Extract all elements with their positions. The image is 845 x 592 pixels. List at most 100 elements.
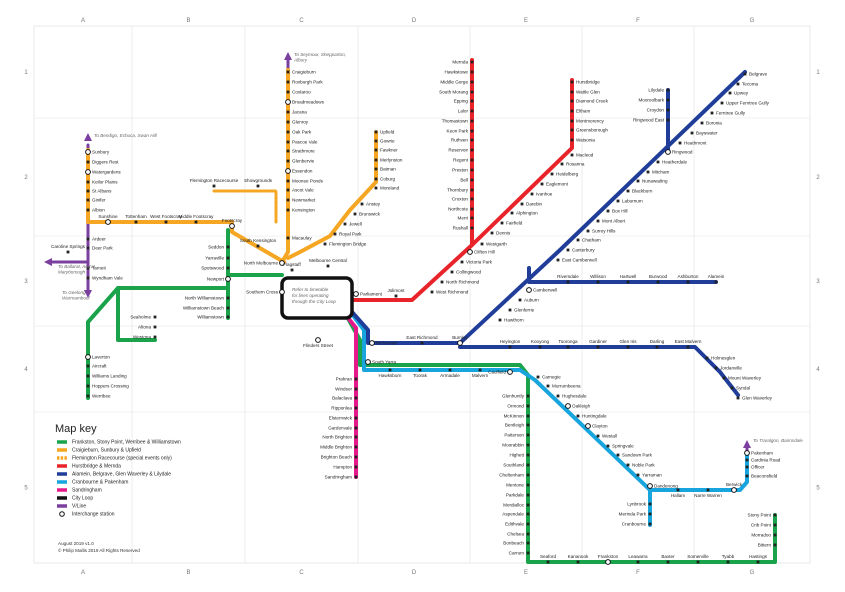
- station-label-wyndham-vale: Wyndham Vale: [92, 276, 123, 281]
- station-marker-carrum: [526, 551, 530, 555]
- station-marker-flagstaff: [290, 268, 294, 272]
- station-label-ringwood: Ringwood: [672, 150, 693, 155]
- station-marker-seddon: [226, 245, 230, 249]
- station-marker-diamond-creek: [570, 99, 574, 103]
- grid-col-label-f-bottom: F: [636, 570, 640, 576]
- station-label-ivanhoe: Ivanhoe: [536, 192, 553, 197]
- station-marker-lilydale: [666, 88, 670, 92]
- station-label-patterson: Patterson: [504, 433, 524, 438]
- station-label-east-richmond: East Richmond: [406, 335, 438, 340]
- station-label-holmesglen: Holmesglen: [711, 356, 736, 361]
- station-label-richmond: Richmond: [376, 341, 397, 346]
- key-swatch-interchange: [59, 511, 65, 517]
- station-marker-hallam: [676, 488, 680, 492]
- station-label-hurstbridge: Hurstbridge: [576, 80, 600, 85]
- station-label-west-footscray: West Footscray: [150, 214, 183, 219]
- key-label-0: Frankston, Stony Point, Werribee & Willi…: [72, 440, 181, 446]
- station-label-westall: Westall: [602, 434, 617, 439]
- station-marker-middle-footscray: [194, 220, 198, 224]
- station-label-merlynston: Merlynston: [380, 158, 403, 163]
- station-marker-huntingdale: [576, 414, 580, 418]
- key-label-1: Craigieburn, Sunbury & Upfield: [72, 448, 141, 454]
- station-label-hawksburn: Hawksburn: [379, 373, 402, 378]
- werribee-line: [86, 273, 284, 400]
- station-marker-chatham: [576, 238, 580, 242]
- direction-note-geelong: To Geelong: [62, 290, 86, 295]
- station-label-glen-waverley: Glen Waverley: [742, 396, 773, 401]
- station-label-heatherdale: Heatherdale: [662, 160, 687, 165]
- station-label-ringwood-east: Ringwood East: [633, 118, 665, 123]
- station-label-clifton-hill: Clifton Hill: [474, 250, 495, 255]
- station-label-williams-landing: Williams Landing: [92, 374, 127, 379]
- station-label-elsternwick: Elsternwick: [329, 416, 353, 421]
- station-label-macleod: Macleod: [576, 153, 594, 158]
- station-marker-wattle-glen: [570, 90, 574, 94]
- city-loop-box: [280, 276, 354, 320]
- grid-row-label-2-right: 2: [816, 175, 820, 181]
- station-label-boronia: Boronia: [706, 121, 722, 126]
- station-label-upfield: Upfield: [380, 130, 395, 135]
- station-label-glenferrie: Glenferrie: [514, 308, 535, 313]
- interchange-marker-clifton-hill: [467, 249, 473, 255]
- map-key-title: Map key: [55, 423, 97, 435]
- version-text: August 2019 v1.0: [58, 541, 94, 546]
- station-marker-glen-waverley: [736, 396, 740, 400]
- station-label-beaconsfield: Beaconsfield: [751, 474, 778, 479]
- station-label-roxburgh-park: Roxburgh Park: [292, 80, 323, 85]
- station-label-coolaroo: Coolaroo: [292, 90, 311, 95]
- station-marker-elsternwick: [354, 416, 358, 420]
- station-label-ormond: Ormond: [507, 404, 524, 409]
- interchange-marker-pakenham: [744, 450, 750, 456]
- station-label-prahran: Prahran: [336, 377, 353, 382]
- station-marker-hurstbridge: [570, 80, 574, 84]
- station-label-sandringham: Sandringham: [325, 475, 352, 480]
- frankston-line: [338, 302, 777, 564]
- station-marker-eltham: [570, 109, 574, 113]
- station-label-greensborough: Greensborough: [576, 128, 608, 133]
- station-label-victoria-park: Victoria Park: [466, 260, 493, 265]
- key-label-8: V/Line: [72, 504, 86, 510]
- station-label-tottenham: Tottenham: [125, 214, 147, 219]
- station-marker-morradoo: [773, 533, 777, 537]
- station-marker-malvern: [478, 368, 482, 372]
- station-label-south-morang: South Morang: [439, 90, 468, 95]
- station-marker-southland: [526, 463, 530, 467]
- station-label-blackburn: Blackburn: [632, 189, 653, 194]
- grid-row-label-5-right: 5: [816, 486, 820, 492]
- station-label-hoppers-crossing: Hoppers Crossing: [92, 384, 129, 389]
- grid-row-label-4: 4: [24, 367, 28, 373]
- station-marker-gardenvale: [354, 426, 358, 430]
- station-marker-reservoir: [470, 148, 474, 152]
- station-label-mitcham: Mitcham: [652, 170, 670, 175]
- station-marker-deer-park: [86, 246, 90, 250]
- station-label-bentleigh: Bentleigh: [505, 423, 525, 428]
- station-label-northcote: Northcote: [448, 207, 468, 212]
- station-label-hampton: Hampton: [333, 465, 352, 470]
- direction-note-ballarat: To Ballarat, Ararat,: [58, 264, 96, 269]
- interchange-marker-essendon: [285, 168, 291, 174]
- station-marker-east-richmond: [420, 341, 424, 345]
- station-label-hughesdale: Hughesdale: [562, 394, 587, 399]
- station-label-macaulay: Macaulay: [292, 236, 312, 241]
- station-label-dandenong: Dandenong: [654, 484, 678, 489]
- station-label-flinders-street: Flinders Street: [303, 343, 334, 348]
- station-marker-williams-landing: [86, 374, 90, 378]
- station-label-pakenham: Pakenham: [751, 451, 773, 456]
- station-label-jacana: Jacana: [292, 110, 307, 115]
- interchange-marker-oakleigh: [565, 403, 571, 409]
- station-label-glen-iris: Glen Iris: [619, 339, 637, 344]
- station-label-belgrave: Belgrave: [749, 72, 768, 77]
- station-label-chatham: Chatham: [582, 238, 601, 243]
- station-label-hallam: Hallam: [671, 493, 685, 498]
- station-label-sandown-park: Sandown Park: [622, 453, 653, 458]
- station-label-ferntree-gully: Ferntree Gully: [716, 111, 746, 116]
- station-marker-seaholme: [153, 315, 157, 319]
- station-marker-dennis: [490, 231, 494, 235]
- station-label-clayton: Clayton: [592, 424, 608, 429]
- interchange-marker-clayton: [585, 423, 591, 429]
- station-label-aspendale: Aspendale: [502, 512, 524, 517]
- station-label-collingwood: Collingwood: [456, 270, 481, 275]
- station-marker-merinda-park: [648, 512, 652, 516]
